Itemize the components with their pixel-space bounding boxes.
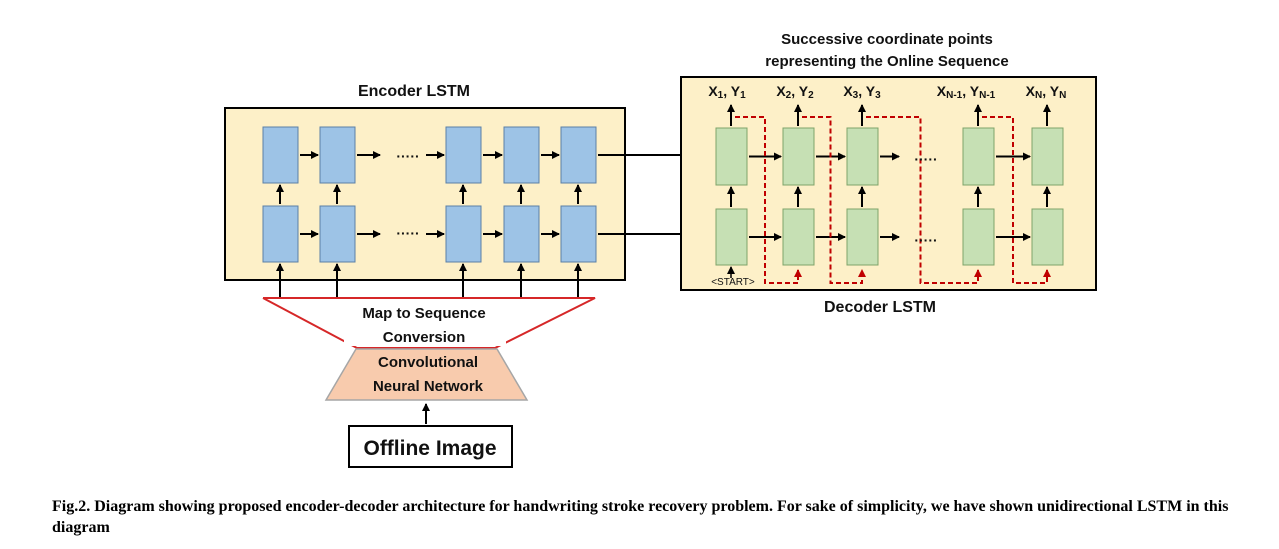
output-coordinate-label: X2, Y2 xyxy=(776,83,814,101)
feedback-arrow xyxy=(866,116,982,284)
decoder-ellipsis-top: ····· xyxy=(914,151,937,167)
encoder-ellipsis-bottom: ····· xyxy=(396,225,419,241)
output-coordinate-label: X3, Y3 xyxy=(843,83,881,101)
decoder-cell xyxy=(782,127,815,186)
encoder-cell xyxy=(445,205,482,263)
encoder-cell xyxy=(503,205,540,263)
decoder-cell xyxy=(715,208,748,266)
decoder-cell xyxy=(782,208,815,266)
cnn-label-line-1: Convolutional xyxy=(378,354,478,371)
decoder-cell xyxy=(962,127,995,186)
decoder-cell xyxy=(846,127,879,186)
top-label-line-2: representing the Online Sequence xyxy=(765,53,1008,70)
decoder-label: Decoder LSTM xyxy=(824,299,936,316)
decoder-cell xyxy=(962,208,995,266)
encoder-cells xyxy=(262,126,597,298)
map-label-bg xyxy=(344,300,506,346)
decoder-cell xyxy=(846,208,879,266)
decoder-outputs: X1, Y1 X2, Y2 X3, Y3 XN-1, YN-1 XN, YN xyxy=(708,83,1066,101)
decoder-panel xyxy=(680,76,1097,291)
map-to-sequence-funnel xyxy=(262,297,596,349)
cnn-block xyxy=(324,348,529,401)
offline-image-box xyxy=(348,425,513,468)
decoder-cell xyxy=(1031,208,1064,266)
output-coordinate-label: X1, Y1 xyxy=(708,83,746,101)
encoder-cell xyxy=(262,126,299,184)
decoder-ellipsis-bottom: ····· xyxy=(914,232,937,248)
encoder-cell xyxy=(262,205,299,263)
output-coordinate-label: XN, YN xyxy=(1026,83,1067,101)
encoder-ellipsis-top: ····· xyxy=(396,148,419,164)
decoder-cell xyxy=(1031,127,1064,186)
encoder-cell xyxy=(319,126,356,184)
map-label-line-2: Conversion xyxy=(383,329,466,346)
offline-image-label: Offline Image xyxy=(363,437,496,460)
feedback-arrow xyxy=(735,116,802,284)
encoder-cell xyxy=(445,126,482,184)
map-label-line-1: Map to Sequence xyxy=(362,305,485,322)
decoder-cells xyxy=(715,104,1064,284)
cnn-label-line-2: Neural Network xyxy=(373,378,484,395)
feedback-arrow xyxy=(982,116,1051,284)
start-token: <START> xyxy=(711,277,755,288)
output-coordinate-label: XN-1, YN-1 xyxy=(937,83,996,101)
decoder-cell xyxy=(715,127,748,186)
feedback-arrow xyxy=(802,116,866,284)
encoder-cell xyxy=(560,126,597,184)
top-label-line-1: Successive coordinate points xyxy=(781,31,993,48)
encoder-cell xyxy=(503,126,540,184)
encoder-cell xyxy=(560,205,597,263)
encoder-label: Encoder LSTM xyxy=(358,83,470,100)
figure-caption: Fig.2. Diagram showing proposed encoder-… xyxy=(52,498,1229,536)
encoder-cell xyxy=(319,205,356,263)
